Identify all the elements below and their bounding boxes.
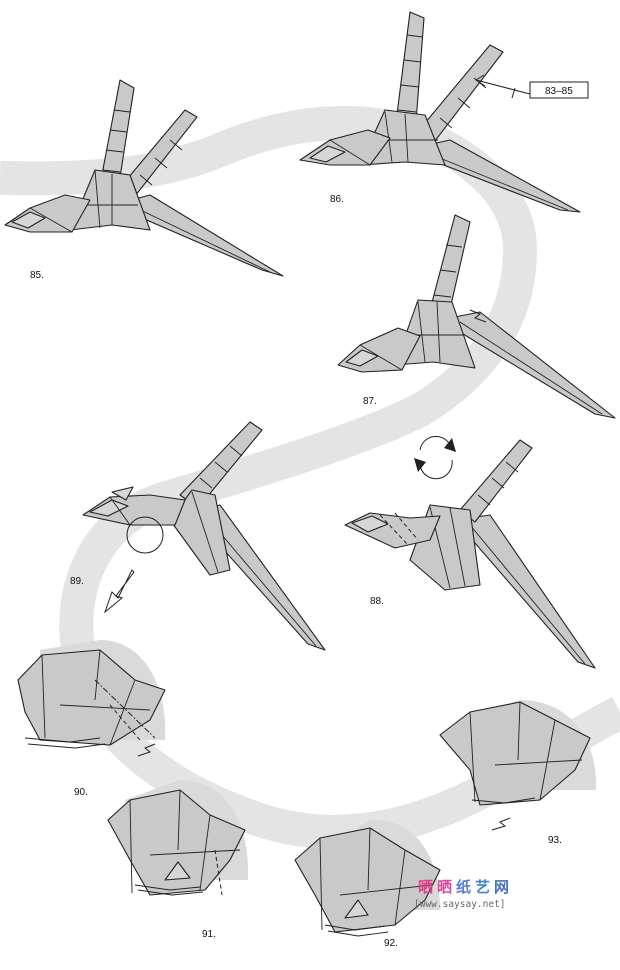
step-88-figure	[344, 439, 596, 669]
step-93-figure	[439, 700, 597, 831]
step-90-label: 90.	[74, 787, 88, 798]
watermark-char-3: 纸	[456, 878, 471, 896]
step-89-label: 89.	[70, 576, 84, 587]
watermark-char-4: 艺	[475, 878, 490, 896]
step-87-label: 87.	[363, 396, 377, 407]
step-91-label: 91.	[202, 929, 216, 940]
watermark-char-2: 晒	[437, 878, 452, 896]
step-90-figure	[17, 640, 166, 757]
step-92-label: 92.	[384, 938, 398, 949]
step-92-figure	[294, 819, 441, 937]
step-87-figure	[337, 214, 616, 419]
watermark-url: [www.saysay.net]	[414, 899, 506, 910]
step-88-label: 88.	[370, 596, 384, 607]
background-path	[0, 106, 620, 849]
step-85-figure	[4, 79, 284, 277]
rotate-icon	[414, 435, 456, 480]
step-89-figure	[82, 421, 326, 651]
step-85-label: 85.	[30, 270, 44, 281]
step-86-figure	[299, 11, 581, 213]
reference-box-text: 83–85	[545, 86, 573, 97]
step-91-figure	[107, 780, 249, 896]
step-93-label: 93.	[548, 835, 562, 846]
reference-box	[529, 81, 589, 99]
watermark-char-5: 网	[494, 878, 509, 896]
reference-pointer	[475, 74, 531, 99]
watermark-logo: 晒 晒 纸 艺 网 [www.saysay.net]	[414, 878, 509, 910]
watermark-char-1: 晒	[418, 878, 433, 896]
step-86-label: 86.	[330, 194, 344, 205]
